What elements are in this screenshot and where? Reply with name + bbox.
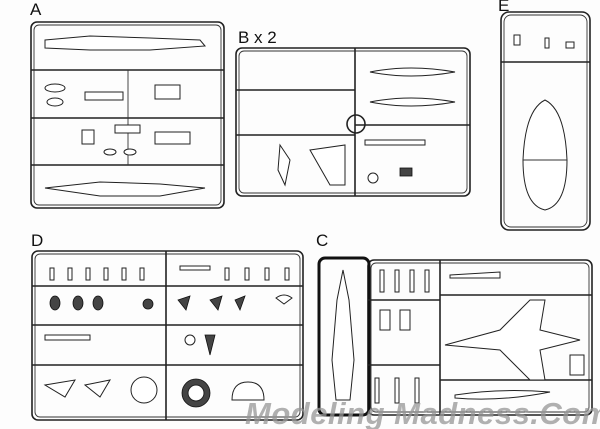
sprue-label-b: B x 2 (238, 28, 277, 47)
sprue-e (500, 11, 591, 231)
sprue-c (317, 256, 593, 417)
sprue-label-e: E (498, 0, 510, 15)
sprue-label-d: D (31, 231, 44, 250)
sprue-d (31, 250, 304, 421)
watermark: Modeling Madness.Com (245, 396, 600, 429)
sprue-label-c: C (316, 231, 329, 250)
sprue-a (30, 21, 225, 209)
sprue-label-a: A (30, 0, 42, 19)
sprue-b (235, 47, 471, 197)
